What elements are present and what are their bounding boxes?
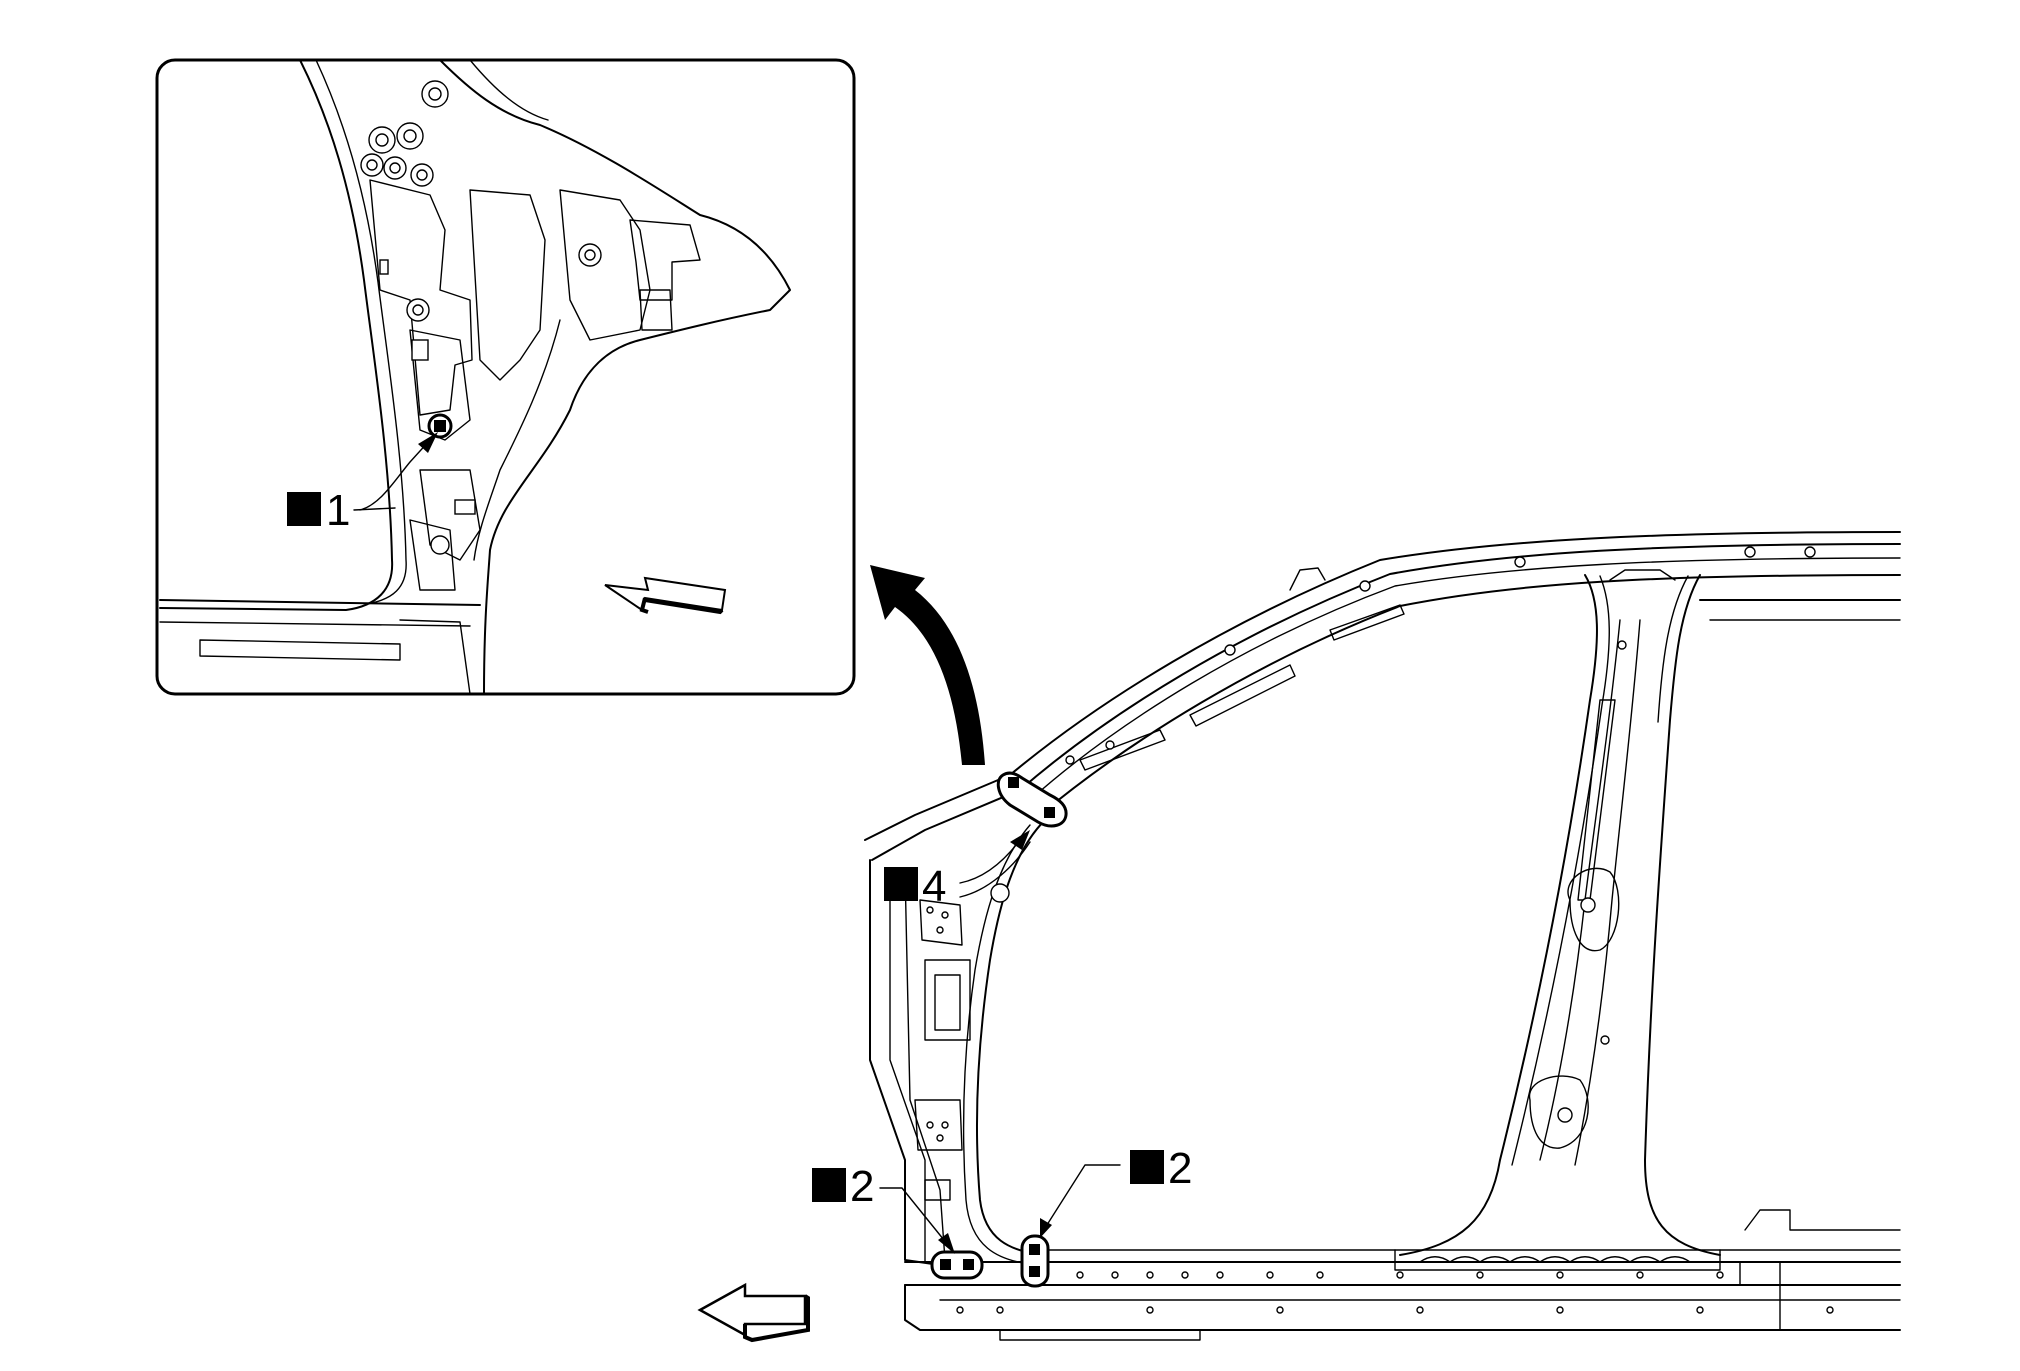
callout-marker-square <box>884 867 918 901</box>
inset-frame <box>155 58 856 696</box>
callout-4: 4 <box>884 862 946 911</box>
weld-point-4 <box>996 771 1068 828</box>
inset-a-pillar-base-detail <box>159 60 791 694</box>
callout-number: 1 <box>326 486 350 535</box>
body-side-main-view <box>864 531 1901 1341</box>
callout-marker-square <box>812 1168 846 1202</box>
callout-2-left: 2 <box>812 1162 874 1211</box>
callout-marker-square <box>287 492 321 526</box>
callout-number: 2 <box>850 1162 874 1211</box>
detail-pointer-arrow <box>870 565 985 765</box>
callout-number: 4 <box>922 862 946 911</box>
callout-marker-square <box>1130 1150 1164 1184</box>
callout-1: 1 <box>287 486 396 535</box>
forward-direction-arrow <box>697 1282 810 1343</box>
callout-2-right: 2 <box>1130 1144 1192 1193</box>
sill-holes <box>956 1271 1834 1314</box>
weld-point-2-right <box>1020 1234 1050 1288</box>
callout-number: 2 <box>1168 1144 1192 1193</box>
detail-inset <box>155 58 856 696</box>
weld-point-2-left <box>930 1250 984 1280</box>
